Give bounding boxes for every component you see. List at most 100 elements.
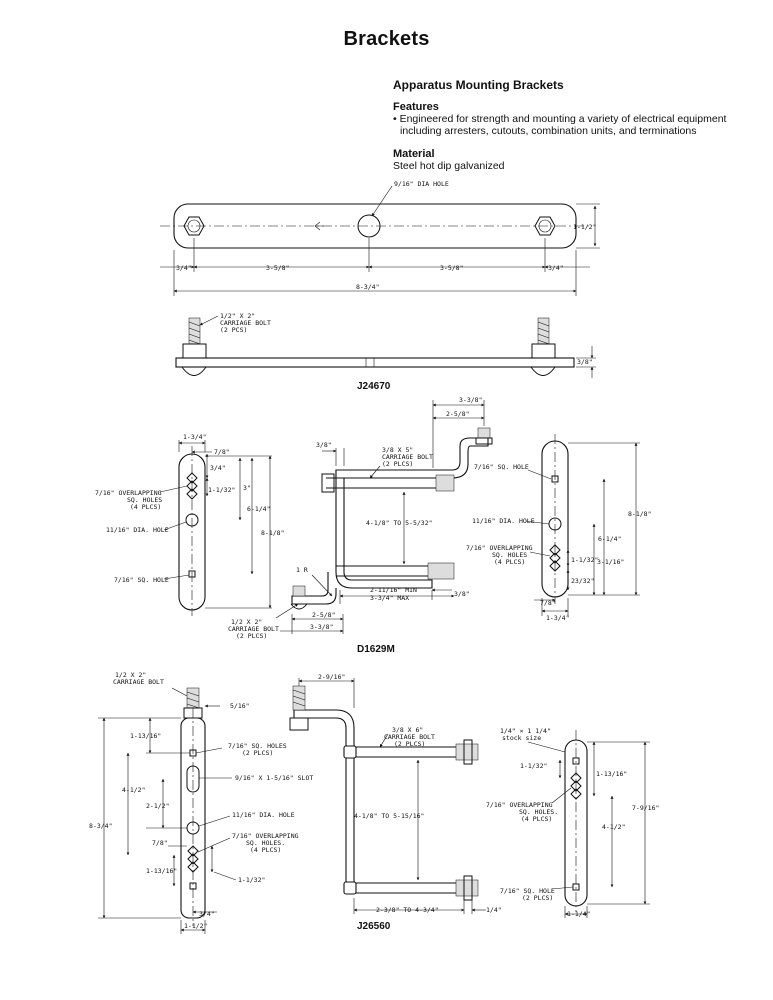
j24670-thickness-dim: 3/8": [577, 358, 593, 366]
d1629m-center-radius: 1 R: [296, 566, 308, 574]
j24670-carriage-bolt-right: [530, 317, 556, 376]
d1629m-right-dim-7-8: 7/8": [540, 599, 556, 607]
d1629m-center-dim-3-8-side: 3/8": [454, 590, 470, 598]
j24670-bolt-left: [187, 219, 201, 233]
features-heading: Features: [393, 101, 439, 113]
d1629m-drawing: 1-3/4" 7/8" 3/4" 1-1/32" 3" 6-1/4" 8-1/8…: [95, 396, 651, 655]
page-title: Brackets: [343, 28, 430, 50]
j26560-left-slot-label: 9/16" X 1-5/16" SLOT: [235, 774, 313, 782]
j26560-right-overlap-3: (4 PLCS): [521, 815, 552, 823]
d1629m-right-overlap-3: (4 PLCS): [494, 558, 525, 566]
d1629m-left-overlap-2: SQ. HOLES: [127, 496, 162, 504]
d1629m-center-bolt-b3: (2 PLCS): [236, 632, 267, 640]
j26560-left-dim-2-1-2: 2-1/2": [146, 802, 169, 810]
d1629m-right-sq-hole-label: 7/16" SQ. HOLE: [474, 463, 529, 471]
j26560-left-carriage-bolt: [183, 687, 203, 719]
d1629m-center-dim-2-5-8-top: 2-5/8": [446, 410, 469, 418]
d1629m-center-angle-lower: [335, 469, 433, 589]
d1629m-right-overlap-2: SQ. HOLES: [492, 551, 527, 559]
d1629m-center-bolt-b2: CARRIAGE BOLT: [228, 625, 279, 633]
d1629m-right-overlap-holes: [549, 544, 561, 572]
j24670-drawing: 9/16" DIA HOLE 1-1/2" 3/4" 3-5/8" 3-5/8"…: [160, 180, 600, 392]
features-line-1: • Engineered for strength and mounting a…: [393, 113, 727, 125]
j24670-hex-nut-right: [534, 216, 556, 236]
material-heading: Material: [393, 148, 435, 160]
j26560-center-bolt-1: 3/8 X 6": [392, 726, 423, 734]
j26560-part-number: J26560: [357, 921, 391, 932]
d1629m-left-overlap-3: (4 PLCS): [130, 503, 161, 511]
j26560-right-stock-2: stock size: [502, 734, 541, 742]
d1629m-right-dim-23-32: 23/32": [571, 577, 594, 585]
j24670-carriage-bolt-left: [181, 317, 207, 376]
j26560-left-dim-1-13-16-b: 1-13/16": [146, 867, 177, 875]
j26560-left-overlap-1: 7/16" OVERLAPPING: [232, 832, 299, 840]
d1629m-left-dim-width: 1-3/4": [183, 433, 206, 441]
j26560-left-dim-3-4: 3/4": [199, 910, 215, 918]
j26560-left-overlap-3: (4 PLCS): [250, 846, 281, 854]
d1629m-center-bolt-2: CARRIAGE BOLT: [382, 453, 433, 461]
j24670-dim-mid-right: 3-5/8": [440, 264, 463, 272]
d1629m-center-dim-2-5-8-bottom: 2-5/8": [312, 611, 335, 619]
d1629m-left-dia-hole-label: 11/16" DIA. HOLE: [106, 526, 169, 534]
d1629m-center-dim-3-3-8-bottom: 3-3/8": [310, 623, 333, 631]
j26560-drawing: 1/2 X 2" CARRIAGE BOLT 5/16" 1-13/16" 4-…: [89, 671, 659, 934]
d1629m-left-dim-6-1-4: 6-1/4": [247, 505, 270, 513]
d1629m-carriage-bolt-foot: [290, 585, 308, 610]
j24670-overall-dim: 8-3/4": [356, 283, 379, 291]
j26560-center-top-bolt: [289, 685, 309, 731]
d1629m-left-sq-hole-label: 7/16" SQ. HOLE: [114, 576, 169, 584]
j24670-bolt-label-1: 1/2" X 2": [220, 312, 255, 320]
j26560-left-dim-4-1-2: 4-1/2": [122, 786, 145, 794]
d1629m-center-dim-3-8-top: 3/8": [316, 441, 332, 449]
d1629m-right-dim-width: 1-3/4": [546, 614, 569, 622]
d1629m-center-bolt-3: (2 PLCS): [382, 460, 413, 468]
j26560-right-overlap-2: SQ. HOLES.: [519, 808, 558, 816]
j26560-right-dim-width: 1-1/4": [567, 910, 590, 918]
j26560-center-dim-reach: 2-3/8" TO 4-3/4": [376, 906, 439, 914]
d1629m-right-dim-1-1-32: 1-1/32": [571, 556, 598, 564]
j26560-left-sq-hole-lower: [189, 882, 197, 890]
j26560-right-stock-1: 1/4" × 1 1/4": [500, 727, 551, 735]
j26560-right-overlap-1: 7/16" OVERLAPPING: [486, 801, 553, 809]
j26560-center-angle: [293, 709, 355, 883]
j26560-left-bolt-2: CARRIAGE BOLT: [113, 678, 164, 686]
j24670-cl-symbol: [314, 221, 324, 231]
d1629m-left-dim-8-1-8: 8-1/8": [261, 529, 284, 537]
j26560-carriage-bolt-upper: [356, 739, 479, 765]
j24670-part-number: J24670: [357, 381, 391, 392]
j26560-center-bolt-head-lower: [343, 881, 357, 895]
d1629m-right-overlap-1: 7/16" OVERLAPPING: [466, 544, 533, 552]
d1629m-carriage-bolt-lower: [336, 562, 455, 580]
d1629m-center-dim-span: 4-1/8" TO 5-5/32": [366, 519, 433, 527]
product-info: Apparatus Mounting Brackets Features • E…: [393, 79, 726, 172]
j26560-left-dim-1-1-32: 1-1/32": [238, 876, 265, 884]
d1629m-center-bolt-b1: 1/2 X 2": [231, 618, 262, 626]
product-subtitle: Apparatus Mounting Brackets: [393, 78, 564, 92]
d1629m-right-sq-hole: [551, 475, 559, 483]
d1629m-center-angle-upper: [335, 437, 489, 479]
d1629m-right-dia-hole-label: 11/16" DIA. HOLE: [472, 517, 535, 525]
j26560-center-dim-1-4: 1/4": [486, 906, 502, 914]
d1629m-right-dim-8-1-8: 8-1/8": [628, 510, 651, 518]
features-line-2: including arresters, cutouts, combinatio…: [400, 125, 697, 137]
d1629m-left-dim-7-8: 7/8": [214, 448, 230, 456]
d1629m-center-dim-reach-1: 2-11/16" MIN: [370, 586, 417, 594]
j26560-center-bolt-2: CARRIAGE BOLT: [384, 733, 435, 741]
d1629m-left-overlap-holes: [186, 472, 198, 500]
j26560-right-sq-hole-1: 7/16" SQ. HOLE: [500, 887, 555, 895]
d1629m-center-dim-3-3-8-top: 3-3/8": [459, 396, 482, 404]
j24670-bolt-label-3: (2 PCS): [220, 326, 247, 334]
d1629m-carriage-bolt-upper: [321, 473, 455, 493]
j24670-dim-right: 3/4": [548, 264, 564, 272]
d1629m-left-dim-3-4: 3/4": [210, 464, 226, 472]
j26560-right-dim-1-1-32: 1-1/32": [520, 762, 547, 770]
j26560-left-slot: [186, 765, 200, 793]
j26560-right-dim-1-13-16: 1-13/16": [596, 770, 627, 778]
j26560-left-dim-8-3-4: 8-3/4": [89, 822, 112, 830]
j26560-left-sq-holes-2: (2 PLCS): [242, 749, 273, 757]
d1629m-right-dim-3-1-16: 3-1/16": [597, 558, 624, 566]
j24670-bolt-right: [538, 219, 552, 233]
j24670-bolt-label-2: CARRIAGE BOLT: [220, 319, 271, 327]
j26560-center-bolt-3: (2 PLCS): [394, 740, 425, 748]
